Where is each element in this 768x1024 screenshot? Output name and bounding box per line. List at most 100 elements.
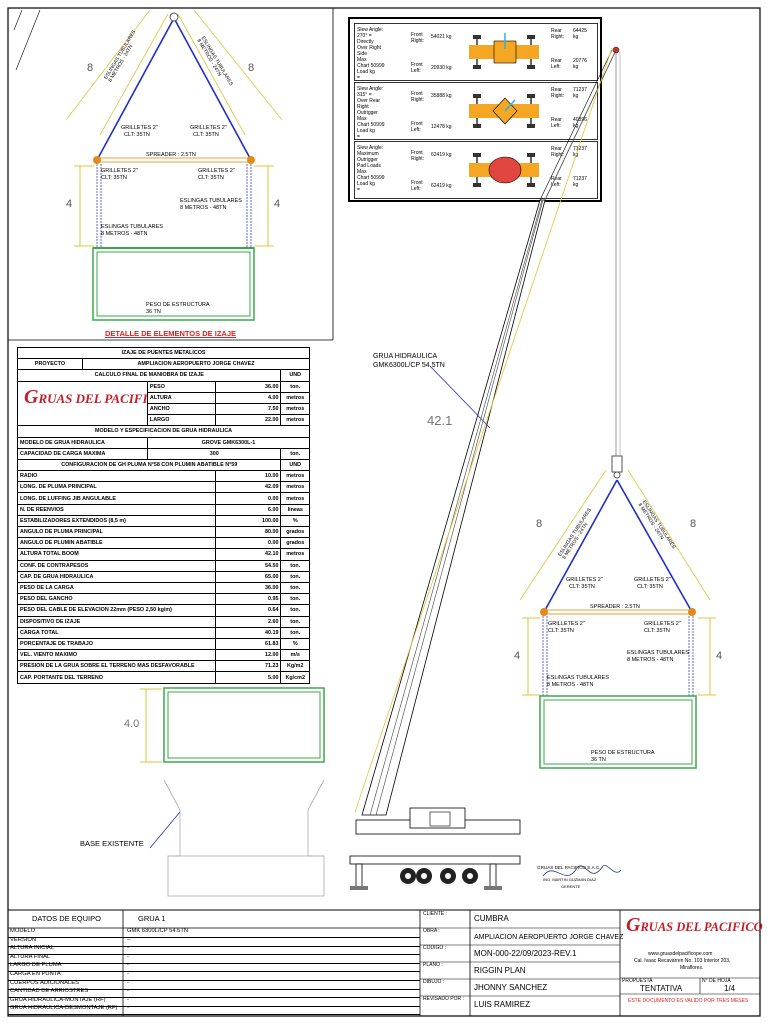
rear-left-value: 71237 xyxy=(573,176,587,182)
company-web: www.gruasdelpacificope.com xyxy=(648,951,713,957)
right-shackle-bot-left: GRILLETES 2"CLT: 35TN xyxy=(548,621,585,634)
crane-plan-icon xyxy=(469,153,539,187)
crane-plan-icon xyxy=(469,33,539,69)
equipment-row-label: CARGA EN PUNTA xyxy=(10,971,61,977)
equipment-header-label: DATOS DE EQUIPO xyxy=(32,914,101,923)
front-left-label: Front Left: xyxy=(411,121,423,133)
kg-unit: kg xyxy=(573,34,579,40)
equipment-row-value: - xyxy=(127,988,129,995)
left-dim-sling-left: 8 xyxy=(87,62,94,74)
rear-right-label: Rear Right: xyxy=(551,146,565,158)
equipment-row-divider xyxy=(8,1005,420,1007)
rear-right-label: Rear Right: xyxy=(551,87,565,99)
equipment-row-value: -- xyxy=(127,936,131,943)
kg-unit: kg xyxy=(573,182,579,188)
load-row-unit: metros xyxy=(280,402,310,416)
right-dim-sling-right: 8 xyxy=(690,518,697,530)
company-stamp: GRUAS DEL PACIFICO S.A.C. ING. MARTIN GU… xyxy=(535,858,625,892)
front-left-value: 20930 kg xyxy=(431,65,452,71)
obra-value: AMPLIACION AEROPUERTO JORGE CHAVEZ xyxy=(474,934,624,941)
calc-row-unit: metros xyxy=(280,481,310,494)
rigging-detail-caption: DETALLE DE ELEMENTOS DE IZAJE xyxy=(105,329,236,338)
right-shackle-top-left: GRILLETES 2"CLT: 35TN xyxy=(566,577,603,590)
front-right-label: Front Right: xyxy=(411,32,425,44)
propuesta-label: PROPUESTA xyxy=(622,978,653,984)
rear-left-value: 40396 xyxy=(573,117,587,123)
calc-row-value: 5.00 xyxy=(215,671,282,684)
plano-label: PLANO : xyxy=(423,962,443,968)
front-left-label: Front Left: xyxy=(411,180,423,192)
equipment-row-label: VERSION xyxy=(10,936,37,943)
hoja-label: N° DE HOJA xyxy=(702,978,731,984)
equipment-row-value: - xyxy=(127,953,129,960)
equipment-row-value: - xyxy=(127,979,129,986)
dibujo-value: JHONNY SANCHEZ xyxy=(474,983,548,992)
revisado-label: REVISADO POR : xyxy=(423,996,464,1002)
left-shackle-bot-left: GRILLETES 2"CLT: 35TN xyxy=(101,168,138,181)
company-address-2: Miraflores. xyxy=(680,965,704,971)
plano-value: RIGGIN PLAN xyxy=(474,966,526,975)
equipment-row-value: - xyxy=(127,1005,129,1012)
boom-length-dim: 42.1 xyxy=(427,413,453,428)
rear-left-label: Rear Left: xyxy=(551,176,562,188)
equipment-row-divider xyxy=(8,997,420,999)
company-address-1: Cal. Ivaac Recavarren No. 103 Interior 2… xyxy=(634,958,731,964)
front-left-value: 62419 kg xyxy=(431,183,452,189)
codigo-label: CODIGO : xyxy=(423,945,447,951)
front-left-value: 12478 kg xyxy=(431,124,452,130)
right-dim-height-left: 4 xyxy=(514,650,521,662)
signature-icon xyxy=(542,864,622,877)
calc-row-label: CAP. PORTANTE DEL TERRENO xyxy=(16,671,217,684)
left-shackle-top-left: GRILLETES 2"CLT: 35TN xyxy=(121,125,158,138)
equipment-row-label: GRUA HIDRAULICA-MONTAJE (RF) xyxy=(10,996,106,1003)
left-dim-height-left: 4 xyxy=(66,198,73,210)
propuesta-value: TENTATIVA xyxy=(640,984,683,993)
right-shackle-top-right: GRILLETES 2"CLT: 35TN xyxy=(634,577,671,590)
left-spreader-label: SPREADER : 2.5TN xyxy=(146,152,196,158)
rear-right-value: 71237 xyxy=(573,87,587,93)
kg-unit: kg xyxy=(573,64,579,70)
equipment-row-label: ALTURA INICIAL xyxy=(10,945,55,952)
left-dim-sling-right: 8 xyxy=(248,62,255,74)
kg-unit: kg xyxy=(573,93,579,99)
dibujo-label: DIBUJO : xyxy=(423,979,445,985)
equipment-row-label: LARGO DE PLUMA xyxy=(10,962,62,969)
base-existente-label: BASE EXISTENTE xyxy=(80,839,144,848)
front-left-label: Front Left: xyxy=(411,62,423,74)
equipment-row-divider xyxy=(8,954,420,956)
validity-warning: ESTE DOCUMENTO ES VALIDO POR TRES MESES xyxy=(628,998,749,1004)
equipment-row-value: - xyxy=(127,962,129,969)
front-right-value: 62419 kg xyxy=(431,152,452,158)
calc-logo-cell: GRUAS DEL PACIFICO xyxy=(17,380,148,427)
equipment-row-divider xyxy=(8,980,420,981)
equipment-row-divider xyxy=(8,1014,420,1016)
right-shackle-bot-right: GRILLETES 2"CLT: 35TN xyxy=(644,621,681,634)
equipment-row-value: - xyxy=(127,996,129,1003)
equipment-row-value: - xyxy=(127,945,129,952)
equipment-row-value: GMK 6300L/CP 54.5TN xyxy=(127,928,189,934)
ground-dim: 4.0 xyxy=(124,718,140,730)
front-right-value: 35888 kg xyxy=(431,93,452,99)
front-right-value: 54021 kg xyxy=(431,34,452,40)
rear-right-value: 64425 xyxy=(573,28,587,34)
rear-right-value: 71237 xyxy=(573,146,587,152)
equipment-row-label: CUERPOS ADICIONALES xyxy=(10,979,79,986)
calc-row-unit: Kg/cm2 xyxy=(280,671,310,684)
